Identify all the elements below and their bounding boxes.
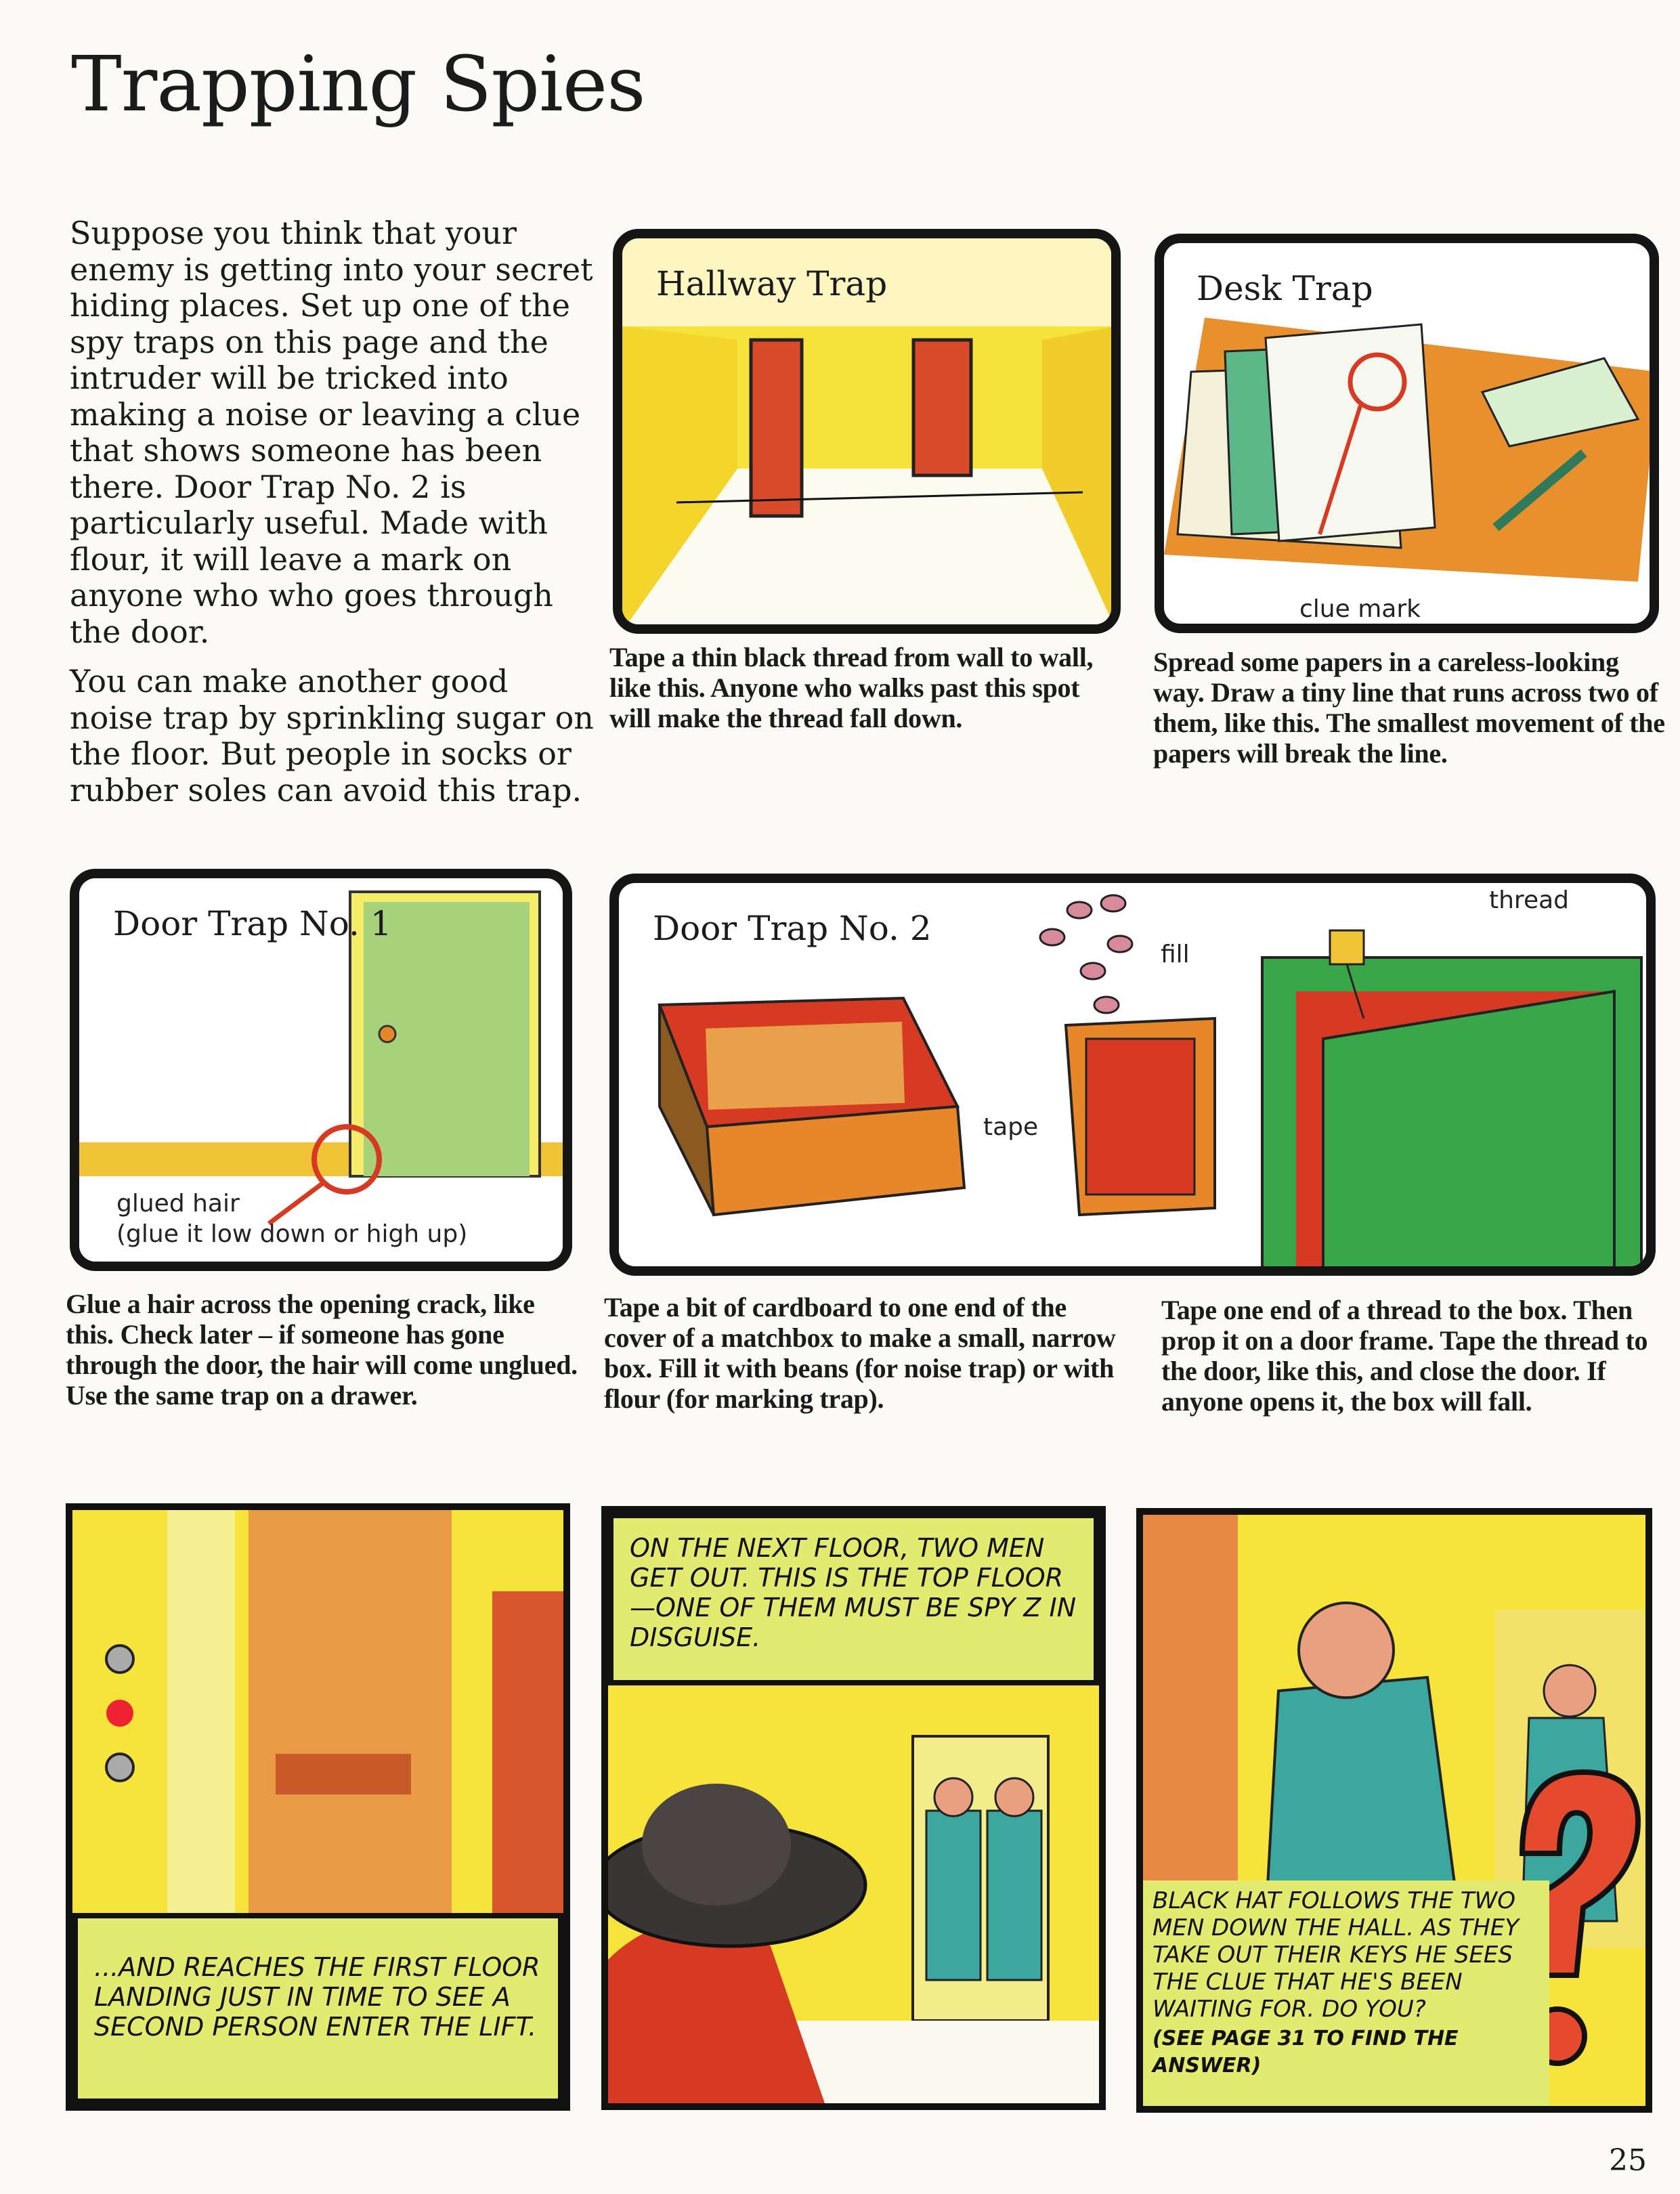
door-trap-1-panel: Door Trap No. 1 glued hair (glue it low …	[70, 869, 572, 1271]
page-number: 25	[1609, 2143, 1647, 2178]
door-trap-1-title: Door Trap No. 1	[113, 904, 392, 943]
intro-paragraph-2: You can make another good noise trap by …	[70, 663, 594, 809]
door-trap-2-illustration	[658, 894, 1643, 1266]
hallway-trap-title: Hallway Trap	[656, 264, 888, 303]
comic-caption-2: On the next floor, two men get out. This…	[608, 1513, 1099, 1685]
glue-location-label: (glue it low down or high up)	[116, 1220, 468, 1248]
box-on-frame	[1329, 929, 1365, 966]
magnifier	[1348, 352, 1407, 412]
fill-label: fill	[1161, 941, 1190, 968]
clue-mark-label: clue mark	[1299, 595, 1421, 623]
door-left	[749, 338, 804, 518]
desk-trap-title: Desk Trap	[1197, 269, 1373, 308]
glued-hair-label: glued hair	[116, 1190, 240, 1218]
door-trap-1-caption: Glue a hair across the opening crack, li…	[66, 1289, 578, 1411]
thread-label: thread	[1489, 886, 1570, 914]
beans	[1039, 894, 1134, 1014]
door-trap-2-panel: Door Trap No. 2 tape fill thread	[609, 874, 1656, 1276]
comic-panel-2: On the next floor, two men get out. This…	[601, 1506, 1106, 2110]
comic-caption-1: ...And reaches the first floor landing j…	[72, 1913, 563, 2104]
hallway-illustration	[622, 238, 1111, 624]
door-trap-2-caption-left: Tape a bit of cardboard to one end of th…	[604, 1292, 1116, 1414]
magnifier	[311, 1124, 382, 1195]
door-trap-1-illustration	[79, 878, 563, 1262]
question-mark-icon	[1519, 1769, 1641, 1978]
envelope	[1480, 357, 1640, 448]
comic-panel-1: ...And reaches the first floor landing j…	[66, 1503, 570, 2111]
door-trap-2-title: Door Trap No. 2	[653, 909, 932, 948]
thread	[676, 491, 1083, 504]
desk-trap-panel: Desk Trap clue mark	[1155, 234, 1659, 633]
comic-panel-3: Black hat follows the two men down the h…	[1136, 1508, 1652, 2113]
door	[1322, 989, 1616, 1266]
intro-paragraph-1: Suppose you think that your enemy is get…	[70, 215, 593, 650]
desk-trap-caption: Spread some papers in a careless-looking…	[1153, 647, 1665, 769]
door-right	[911, 338, 973, 477]
hallway-trap-caption: Tape a thin black thread from wall to wa…	[609, 642, 1094, 733]
comic-caption-3-text: Black hat follows the two men down the h…	[1153, 1887, 1520, 2023]
desk-illustration	[1164, 318, 1650, 582]
page-title: Trapping Spies	[71, 41, 646, 129]
comic-caption-3: Black hat follows the two men down the h…	[1143, 1880, 1549, 2106]
hallway-trap-panel: Hallway Trap	[613, 229, 1121, 634]
door-trap-2-caption-right: Tape one end of a thread to the box. The…	[1161, 1295, 1648, 1417]
answer-reference: (See page 31 to find the answer)	[1153, 2027, 1459, 2078]
tape-label: tape	[983, 1113, 1039, 1141]
